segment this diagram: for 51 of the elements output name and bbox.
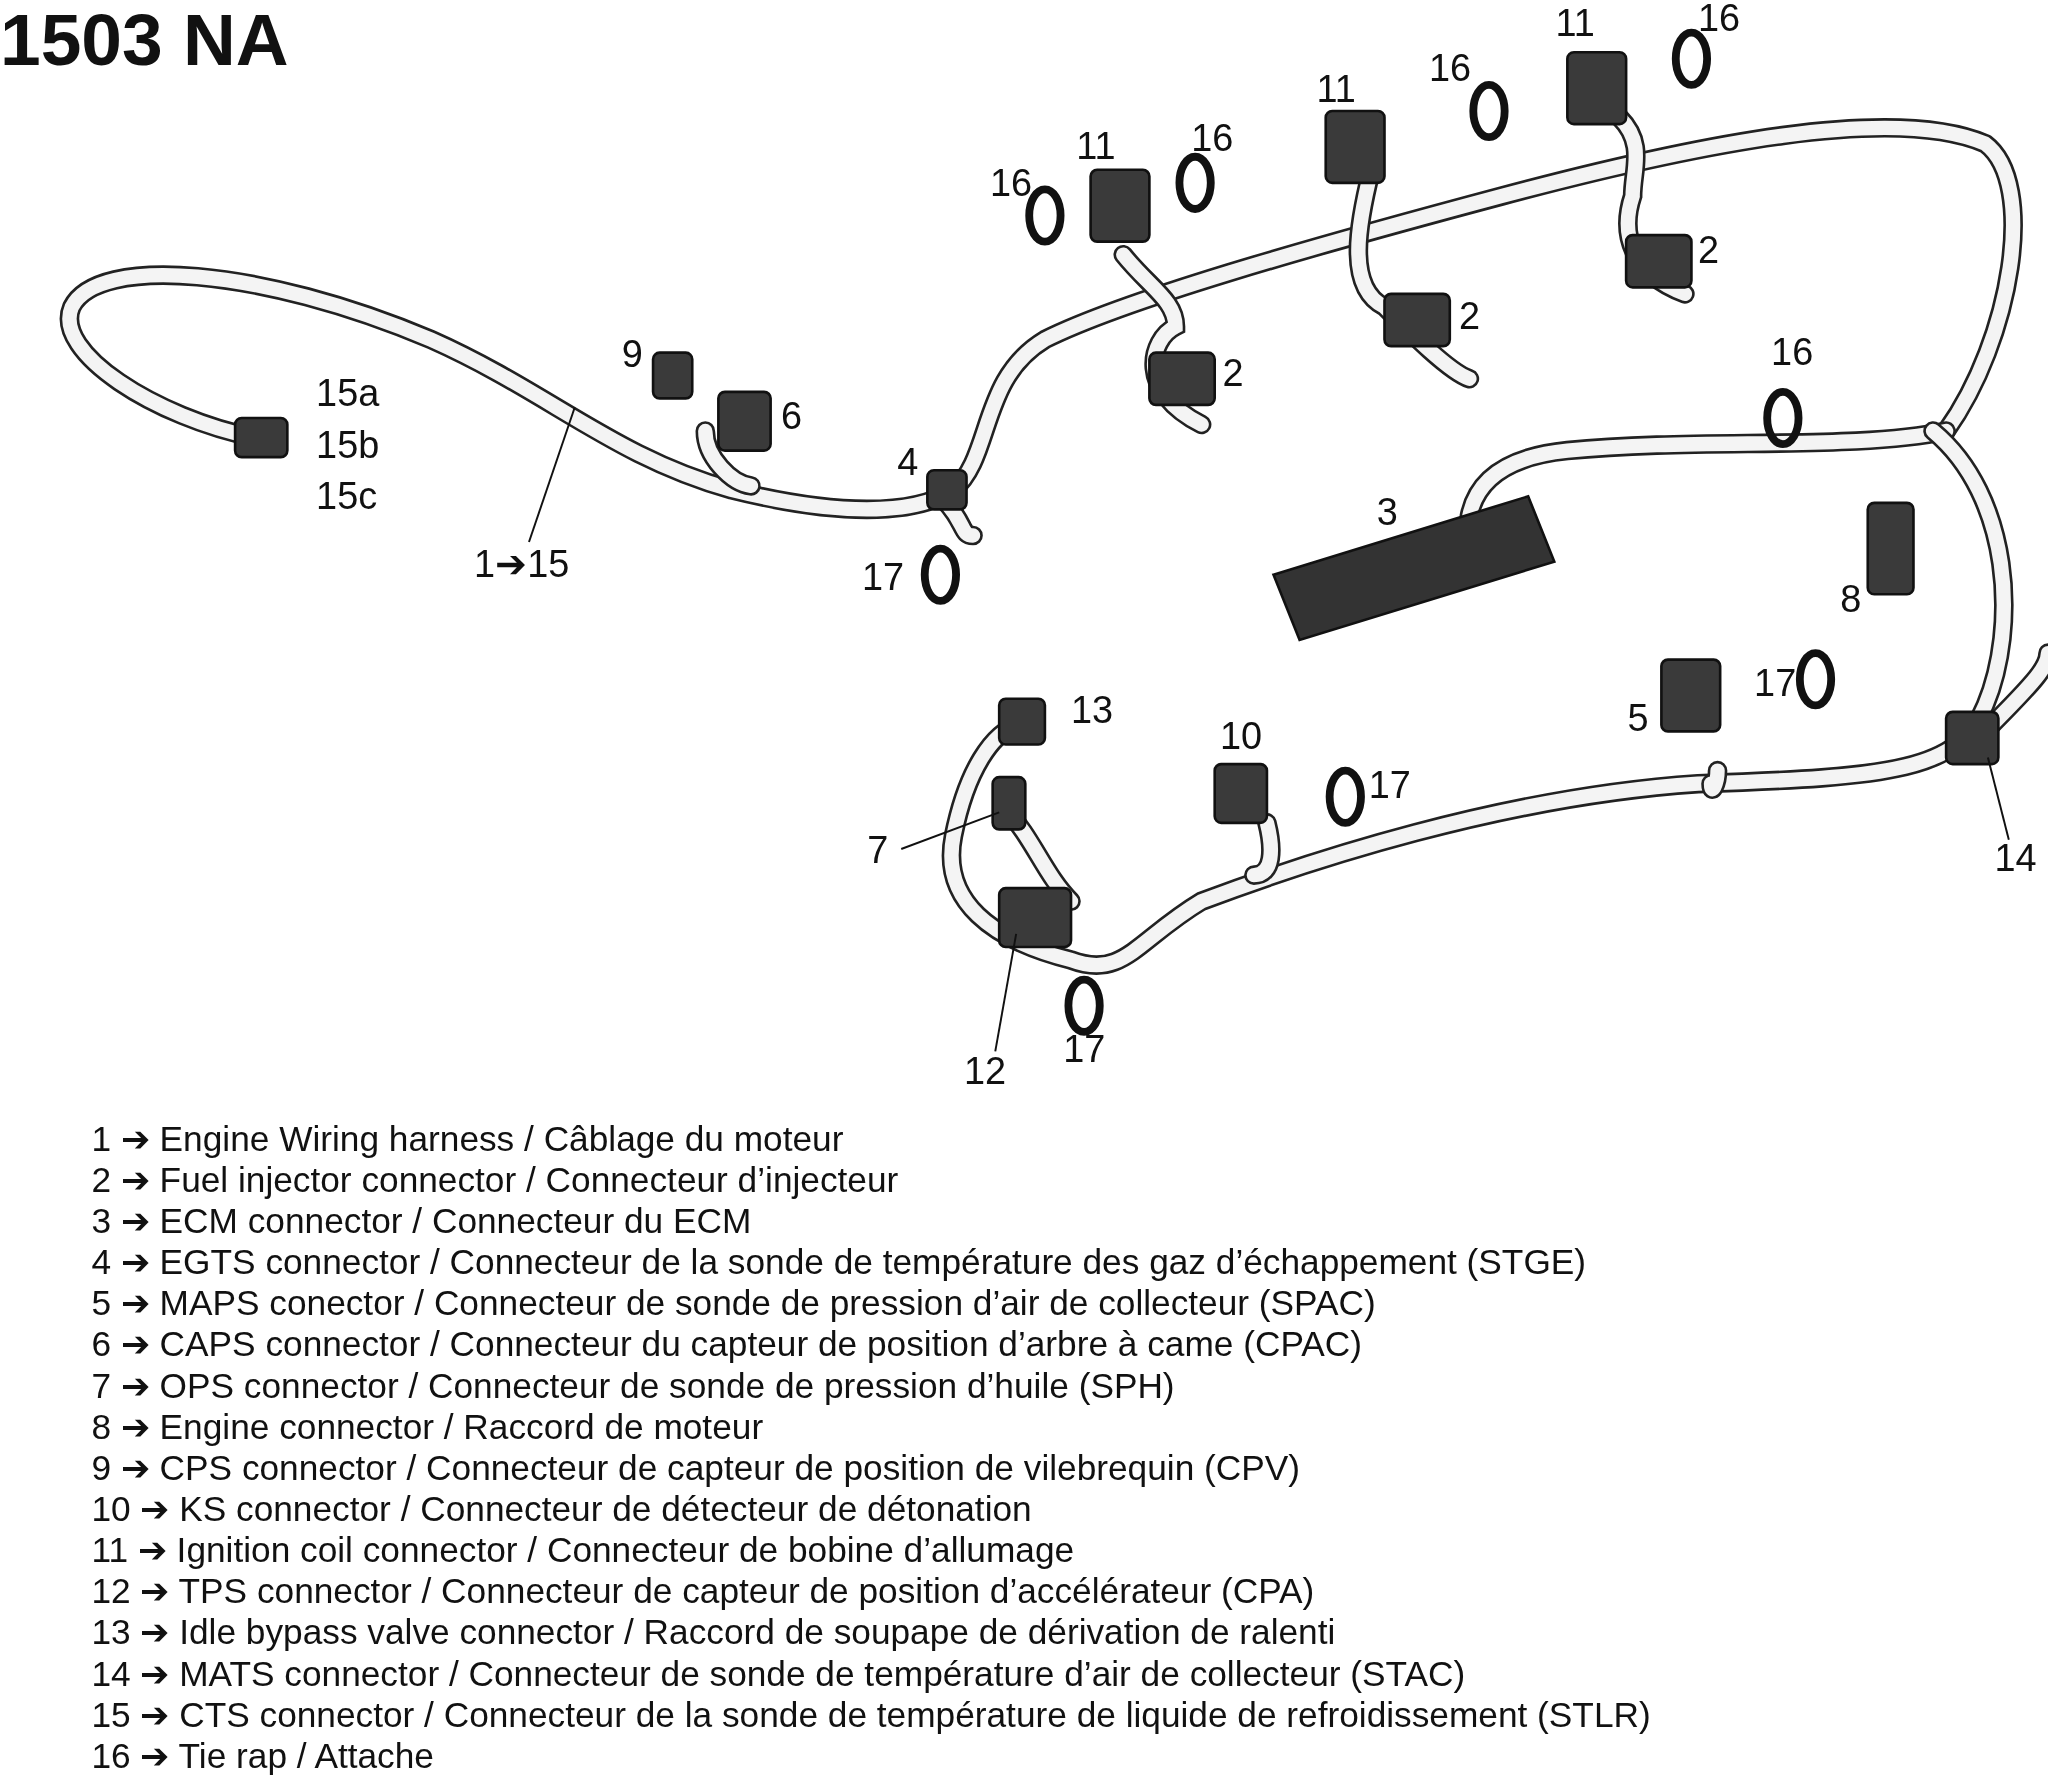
callout-number: 16 xyxy=(1191,120,1234,159)
callout-number: 16 xyxy=(990,164,1033,203)
callout-number: 16 xyxy=(1428,49,1471,88)
callout-number: 17 xyxy=(1754,664,1797,703)
legend-entry: 3 ➔ ECM connector / Connecteur du ECM xyxy=(91,1202,752,1239)
callout-number: 5 xyxy=(1627,700,1649,738)
legend-entry: 7 ➔ OPS connector / Connecteur de sonde de pression d’huile (SPH) xyxy=(91,1367,1175,1403)
callout-number: 2 xyxy=(1697,232,1719,271)
callout-number: 17 xyxy=(862,559,905,597)
legend-entry: 14 ➔ MATS connector / Connecteur de sonde de température d’air de collecteur (STAC) xyxy=(91,1655,1466,1691)
callout-number: 16 xyxy=(1771,334,1814,373)
legend-entry: 6 ➔ CAPS connector / Connecteur du capteur de position d’arbre à came (CPAC) xyxy=(91,1326,1362,1362)
callout-number: 6 xyxy=(781,398,803,437)
callout-number: 14 xyxy=(1994,839,2037,878)
legend-entry: 13 ➔ Idle bypass valve connector / Raccord de soupape de dérivation de ralenti xyxy=(91,1614,1336,1650)
callout-number: 17 xyxy=(1368,766,1411,805)
legend-entry: 2 ➔ Fuel injector connector / Connecteur d’injecteur xyxy=(91,1161,899,1198)
legend-entry: 1 ➔ Engine Wiring harness / Câblage du moteur xyxy=(91,1120,844,1156)
callout-number: 3 xyxy=(1376,493,1398,532)
callout-number: 11 xyxy=(1316,70,1356,109)
callout-number: 10 xyxy=(1219,718,1263,757)
callout-number: 2 xyxy=(1458,297,1480,336)
legend-entry: 12 ➔ TPS connector / Connecteur de capteur de position d’accélérateur (CPA) xyxy=(91,1573,1315,1609)
legend-entry: 15 ➔ CTS connector / Connecteur de la sonde de température de liquide de refroidissement (STLR) xyxy=(91,1696,1651,1732)
callout-number: 16 xyxy=(1697,0,1741,38)
legend-entry: 5 ➔ MAPS conector / Connecteur de sonde de pression d’air de collecteur (SPAC) xyxy=(91,1285,1376,1321)
legend-entry: 16 ➔ Tie rap / Attache xyxy=(91,1737,434,1774)
legend-entry: 8 ➔ Engine connector / Raccord de moteur xyxy=(91,1408,764,1444)
legend-entry: 9 ➔ CPS connector / Connecteur de capteur de position de vilebrequin (CPV) xyxy=(91,1449,1300,1486)
callout-number: 4 xyxy=(897,444,919,482)
callout-number: 15b xyxy=(316,427,380,465)
callout-number: 12 xyxy=(963,1052,1007,1091)
callout-number: 11 xyxy=(1076,128,1116,166)
callout-number: 7 xyxy=(867,832,889,870)
callout-number: 1➔15 xyxy=(474,545,570,584)
legend-entry: 4 ➔ EGTS connector / Connecteur de la sonde de température des gaz d’échappement (STGE) xyxy=(91,1244,1587,1280)
callout-number: 11 xyxy=(1555,5,1595,44)
callout-number: 15a xyxy=(316,374,380,413)
callout-number: 8 xyxy=(1840,581,1862,620)
leader-line xyxy=(900,811,1001,850)
leader-line xyxy=(994,932,1018,1053)
leader-line xyxy=(1986,756,2010,841)
legend-entry: 11 ➔ Ignition coil connector / Connecteur de bobine d’allumage xyxy=(91,1532,1075,1568)
title: 1503 NA xyxy=(0,2,289,76)
callout-number: 17 xyxy=(1063,1030,1106,1069)
callout-number: 15c xyxy=(316,478,378,516)
callout-number: 2 xyxy=(1222,355,1244,394)
legend-entry: 10 ➔ KS connector / Connecteur de détecteur de détonation xyxy=(91,1490,1032,1527)
leader-line xyxy=(528,406,576,543)
callout-number: 13 xyxy=(1071,692,1114,731)
callout-number: 9 xyxy=(621,335,643,374)
